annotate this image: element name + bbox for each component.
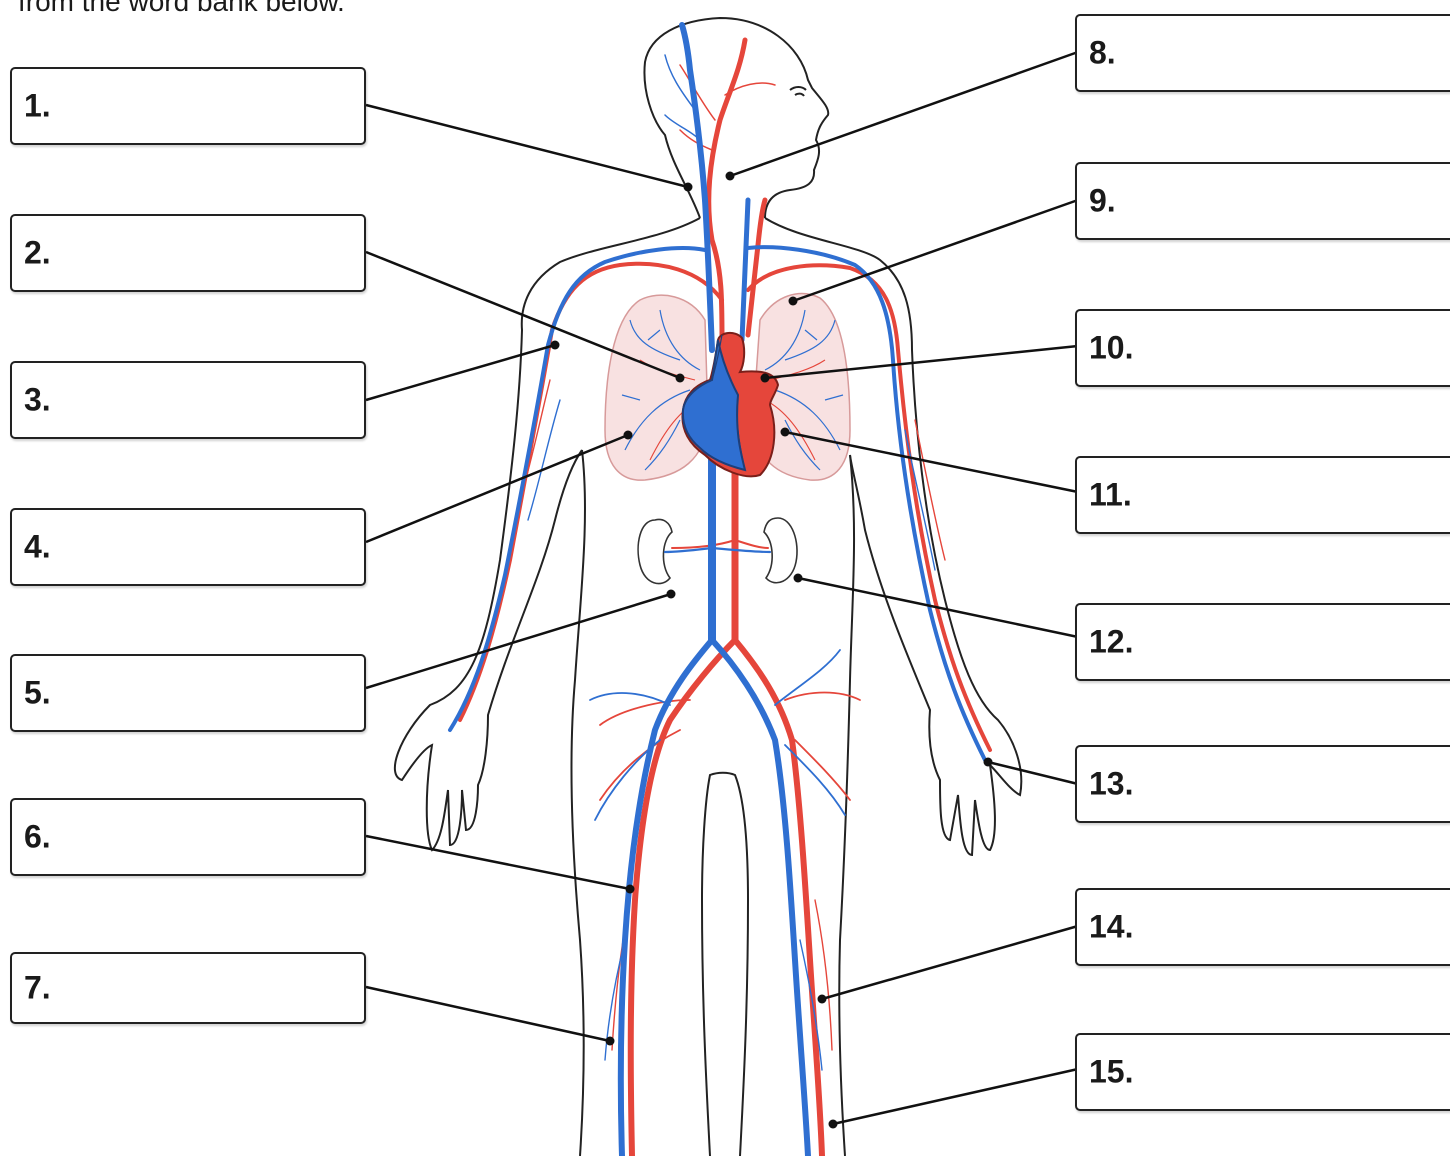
label-number: 6. xyxy=(24,819,51,856)
label-box-8[interactable]: 8. xyxy=(1075,14,1450,92)
label-number: 14. xyxy=(1089,909,1133,946)
label-number: 10. xyxy=(1089,330,1133,367)
label-box-4[interactable]: 4. xyxy=(10,508,366,586)
label-box-9[interactable]: 9. xyxy=(1075,162,1450,240)
label-number: 4. xyxy=(24,529,51,566)
label-box-6[interactable]: 6. xyxy=(10,798,366,876)
label-number: 13. xyxy=(1089,766,1133,803)
label-number: 5. xyxy=(24,675,51,712)
label-box-11[interactable]: 11. xyxy=(1075,456,1450,534)
label-box-1[interactable]: 1. xyxy=(10,67,366,145)
label-box-15[interactable]: 15. xyxy=(1075,1033,1450,1111)
label-number: 11. xyxy=(1089,477,1132,514)
label-box-7[interactable]: 7. xyxy=(10,952,366,1024)
label-number: 2. xyxy=(24,235,51,272)
label-number: 15. xyxy=(1089,1054,1133,1091)
label-number: 1. xyxy=(24,88,51,125)
label-number: 8. xyxy=(1089,35,1116,72)
label-number: 12. xyxy=(1089,624,1133,661)
label-number: 9. xyxy=(1089,183,1116,220)
label-box-5[interactable]: 5. xyxy=(10,654,366,732)
arteries xyxy=(460,40,990,1156)
kidneys xyxy=(638,518,797,584)
label-number: 7. xyxy=(24,970,51,1007)
label-box-12[interactable]: 12. xyxy=(1075,603,1450,681)
label-box-13[interactable]: 13. xyxy=(1075,745,1450,823)
label-box-14[interactable]: 14. xyxy=(1075,888,1450,966)
veins xyxy=(450,25,985,1156)
leader-lines xyxy=(366,52,1078,1124)
label-box-10[interactable]: 10. xyxy=(1075,309,1450,387)
label-box-2[interactable]: 2. xyxy=(10,214,366,292)
label-number: 3. xyxy=(24,382,51,419)
label-box-3[interactable]: 3. xyxy=(10,361,366,439)
